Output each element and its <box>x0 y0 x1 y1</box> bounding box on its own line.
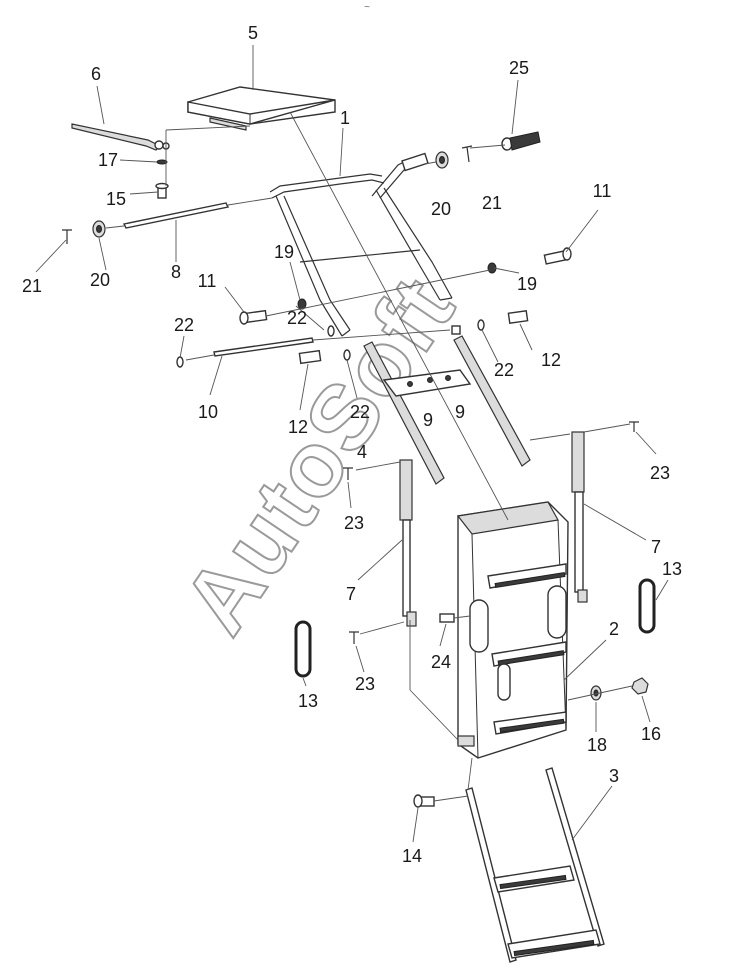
top-stamp: ~ <box>364 2 370 13</box>
part-washer-right <box>435 151 449 169</box>
part-pin-24 <box>439 613 455 623</box>
part-strut-7-left <box>399 459 417 627</box>
callout-4: 4 <box>357 442 367 462</box>
callout-19-left: 19 <box>274 242 294 262</box>
callout-9-right: 9 <box>455 402 465 422</box>
callout-22-b: 22 <box>174 315 194 335</box>
part-nut-16 <box>631 677 649 695</box>
callout-19-right: 19 <box>517 274 537 294</box>
callout-18: 18 <box>587 735 607 755</box>
part-band-13-right <box>638 578 656 634</box>
callout-6: 6 <box>91 64 101 84</box>
part-seat-bracket <box>71 123 170 151</box>
callout-24: 24 <box>431 652 451 672</box>
callout-12-left: 12 <box>288 417 308 437</box>
callout-3: 3 <box>609 766 619 786</box>
part-cotter-pin-right <box>461 145 473 163</box>
callout-25: 25 <box>509 58 529 78</box>
callout-11-right: 11 <box>593 181 612 201</box>
part-washer-left <box>92 220 106 238</box>
callout-21-right: 21 <box>482 193 502 213</box>
part-strut-7-right <box>571 431 588 603</box>
callout-22-c: 22 <box>494 360 514 380</box>
callout-15: 15 <box>106 189 126 209</box>
part-pin-10 <box>213 337 314 357</box>
part-bushing-12-right <box>451 310 529 335</box>
part-step-box <box>456 501 569 759</box>
part-cotter-pin-left <box>62 229 72 244</box>
callout-7-right: 7 <box>651 537 661 557</box>
part-band-13-left <box>294 620 312 678</box>
part-seat-cushion <box>187 86 336 131</box>
callout-2: 2 <box>609 619 619 639</box>
part-cotter-23-low <box>349 631 359 644</box>
part-knob-bolt <box>469 131 541 151</box>
callout-23-low: 23 <box>355 674 375 694</box>
step-grip-holes <box>494 571 566 733</box>
callout-22-a: 22 <box>287 308 307 328</box>
callout-16: 16 <box>641 724 661 744</box>
part-top-frame <box>269 152 453 337</box>
callout-labels: 5 6 1 25 17 20 21 15 11 8 21 20 19 19 11… <box>22 23 682 866</box>
callout-13-left: 13 <box>298 691 318 711</box>
part-bolt-11-left <box>239 309 268 325</box>
part-washer-22-c <box>343 349 351 361</box>
callout-10: 10 <box>198 402 218 422</box>
callout-5: 5 <box>248 23 258 43</box>
part-spring-pin <box>156 159 168 165</box>
callout-8: 8 <box>171 262 181 282</box>
callout-22-d: 22 <box>350 402 370 422</box>
callout-17: 17 <box>98 150 118 170</box>
part-bushing-12-left <box>298 349 322 365</box>
callout-13-right: 13 <box>662 559 682 579</box>
callout-23-mid: 23 <box>344 513 364 533</box>
callout-20-left: 20 <box>90 270 110 290</box>
callout-11-left: 11 <box>198 271 217 291</box>
part-long-pin-8 <box>122 202 230 229</box>
callout-23-top: 23 <box>650 463 670 483</box>
callout-7-left: 7 <box>346 584 356 604</box>
part-cross-plate <box>382 369 472 397</box>
part-bolt-14 <box>413 794 435 808</box>
callout-21-left: 21 <box>22 276 42 296</box>
part-cotter-23-mid <box>343 467 353 480</box>
part-arm-9-left <box>363 341 445 485</box>
part-lower-ladder <box>465 767 605 963</box>
part-washer-22-d <box>477 319 485 331</box>
part-washer-22-a <box>176 356 184 368</box>
callout-14: 14 <box>402 846 422 866</box>
callout-9-left: 9 <box>423 410 433 430</box>
leader-lines <box>35 45 669 843</box>
callout-12-right: 12 <box>541 350 561 370</box>
callout-20-right: 20 <box>431 199 451 219</box>
part-arm-9-right <box>453 335 531 467</box>
callout-1: 1 <box>340 108 350 128</box>
part-bolt-11-right <box>543 247 572 265</box>
part-washer-22-b <box>327 325 335 337</box>
part-cotter-23-top <box>629 421 639 432</box>
